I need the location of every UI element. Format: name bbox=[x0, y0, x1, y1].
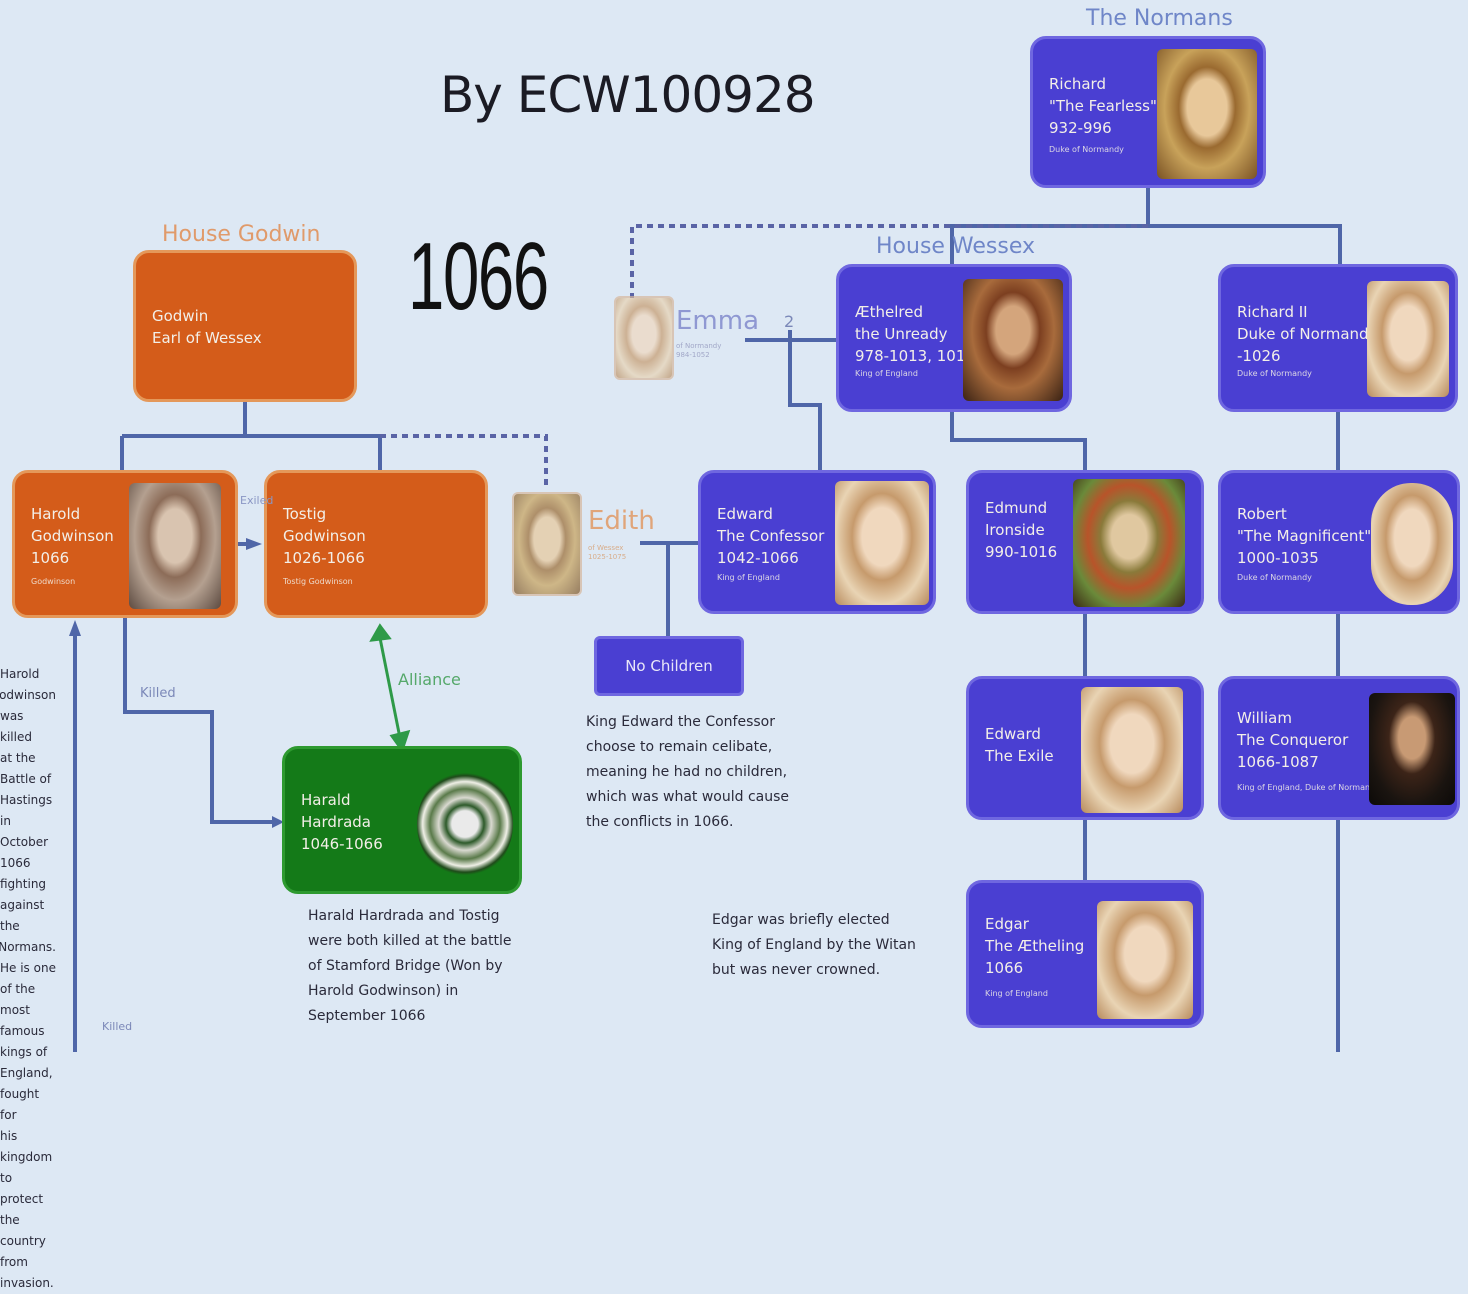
node-tostig-name: Tostig Godwinson 1026-1066 bbox=[283, 505, 366, 567]
house-godwin-label: House Godwin bbox=[162, 222, 321, 247]
aethelred-edmund-connector bbox=[950, 405, 1087, 470]
emma-marriage-count: 2 bbox=[784, 312, 795, 331]
edmund-portrait bbox=[1073, 479, 1185, 607]
wessex-link-connector bbox=[950, 224, 1148, 264]
node-harald-hardrada[interactable]: Harald Hardrada 1046-1066 bbox=[282, 746, 522, 894]
author-title: By ECW100928 bbox=[440, 66, 816, 124]
harold-portrait bbox=[129, 483, 221, 609]
node-william-name: William The Conqueror 1066-1087 bbox=[1237, 709, 1349, 771]
node-godwin[interactable]: Godwin Earl of Wessex bbox=[133, 250, 357, 402]
emma-edward-connector bbox=[788, 330, 822, 470]
node-robert-the-magnificent[interactable]: Robert "The Magnificent" 1000-1035 Duke … bbox=[1218, 470, 1460, 614]
edward-confessor-portrait bbox=[835, 481, 929, 605]
connector-lines bbox=[69, 188, 1342, 1052]
alliance-label: Alliance bbox=[398, 670, 461, 689]
harold-caption-cut: Harold Godwinson was killed at the Battl… bbox=[0, 664, 56, 1294]
node-richard-ii-name: Richard II Duke of Normandy -1026 bbox=[1237, 303, 1378, 365]
year-title: 1066 bbox=[408, 223, 549, 330]
edith-portrait bbox=[512, 492, 582, 596]
edgar-caption: Edgar was briefly elected King of Englan… bbox=[712, 912, 916, 978]
node-edward-the-confessor[interactable]: Edward The Confessor 1042-1066 King of E… bbox=[698, 470, 936, 614]
node-edward-the-exile[interactable]: Edward The Exile bbox=[966, 676, 1204, 820]
robert-portrait bbox=[1371, 483, 1453, 605]
node-hardrada-name: Harald Hardrada 1046-1066 bbox=[301, 791, 383, 853]
richard-fearless-portrait bbox=[1157, 49, 1257, 179]
richard-ii-portrait bbox=[1367, 281, 1449, 397]
house-normans-label: The Normans bbox=[1086, 6, 1233, 31]
edward-nochildren-connector bbox=[666, 541, 700, 638]
harold-caption-text: Harold Godwinson was killed at the Battl… bbox=[0, 667, 56, 1290]
edward-caption: King Edward the Confessor choose to rema… bbox=[586, 714, 790, 830]
node-edgar-the-aetheling[interactable]: Edgar The Ætheling 1066 King of England bbox=[966, 880, 1204, 1028]
node-tostig-note: Tostig Godwinson bbox=[283, 577, 353, 586]
node-edward-confessor-name: Edward The Confessor 1042-1066 bbox=[717, 505, 825, 567]
arrow-head-hardrada bbox=[272, 816, 284, 828]
hardrada-seal bbox=[417, 769, 513, 879]
node-edward-exile-name: Edward The Exile bbox=[985, 725, 1054, 765]
node-godwin-name: Godwin Earl of Wessex bbox=[152, 307, 262, 347]
node-aethelred-note: King of England bbox=[855, 369, 918, 378]
node-aethelred-the-unready[interactable]: Æthelred the Unready 978-1013, 1014-1016… bbox=[836, 264, 1072, 412]
arrow-head-tostig bbox=[246, 538, 262, 550]
node-richard-ii[interactable]: Richard II Duke of Normandy -1026 Duke o… bbox=[1218, 264, 1458, 412]
node-william-note: King of England, Duke of Normandy bbox=[1237, 783, 1380, 792]
node-edward-confessor-note: King of England bbox=[717, 573, 780, 582]
node-richard-fearless-note: Duke of Normandy bbox=[1049, 145, 1124, 154]
emma-portrait bbox=[614, 296, 674, 380]
family-tree-diagram: The Normans By ECW100928 1066 House Godw… bbox=[0, 6, 1460, 1290]
edith-sub: of Wessex 1025-1075 bbox=[588, 544, 627, 561]
node-richard-the-fearless[interactable]: Richard "The Fearless" 932-996 Duke of N… bbox=[1030, 36, 1266, 188]
godwin-edith-dashed-connector bbox=[380, 434, 548, 490]
harold-killed-hardrada-connector bbox=[123, 618, 272, 824]
alliance-connector bbox=[378, 637, 402, 739]
house-wessex-label: House Wessex bbox=[876, 234, 1036, 259]
william-portrait bbox=[1369, 693, 1455, 805]
normans-emma-dashed-connector bbox=[630, 224, 1148, 298]
alliance-arrow-bottom bbox=[389, 729, 411, 754]
killed-label-2: Killed bbox=[102, 1020, 133, 1033]
node-tostig-godwinson[interactable]: Tostig Godwinson 1026-1066 Tostig Godwin… bbox=[264, 470, 488, 618]
node-richard-fearless-name: Richard "The Fearless" 932-996 bbox=[1049, 75, 1157, 137]
hardrada-caption: Harald Hardrada and Tostig were both kil… bbox=[308, 908, 512, 1024]
node-edmund-ironside[interactable]: Edmund Ironside 990-1016 bbox=[966, 470, 1204, 614]
node-harold-note: Godwinson bbox=[31, 577, 76, 586]
godwin-children-connector bbox=[120, 400, 382, 470]
node-william-the-conqueror[interactable]: William The Conqueror 1066-1087 King of … bbox=[1218, 676, 1460, 820]
normans-children-connector bbox=[1146, 188, 1342, 264]
node-robert-name: Robert "The Magnificent" 1000-1035 bbox=[1237, 505, 1372, 567]
edith-name: Edith bbox=[588, 506, 655, 536]
killed-label-1: Killed bbox=[140, 686, 176, 701]
node-harold-godwinson[interactable]: Harold Godwinson 1066 Godwinson bbox=[12, 470, 238, 618]
no-children-box: No Children bbox=[594, 636, 744, 696]
harold-tostig-edge-label: Exiled bbox=[240, 494, 274, 507]
node-edmund-name: Edmund Ironside 990-1016 bbox=[985, 499, 1058, 561]
emma-sub: of Normandy 984-1052 bbox=[676, 342, 722, 359]
aethelred-portrait bbox=[963, 279, 1063, 401]
node-harold-name: Harold Godwinson 1066 bbox=[31, 505, 114, 567]
arrow-head-harold bbox=[69, 620, 81, 636]
node-richard-ii-note: Duke of Normandy bbox=[1237, 369, 1312, 378]
node-edgar-name: Edgar The Ætheling 1066 bbox=[985, 915, 1085, 977]
emma-name: Emma bbox=[676, 306, 760, 336]
node-robert-note: Duke of Normandy bbox=[1237, 573, 1312, 582]
edward-exile-portrait bbox=[1081, 687, 1183, 813]
node-edgar-note: King of England bbox=[985, 989, 1048, 998]
alliance-arrow-top bbox=[369, 623, 392, 642]
edgar-portrait bbox=[1097, 901, 1193, 1019]
